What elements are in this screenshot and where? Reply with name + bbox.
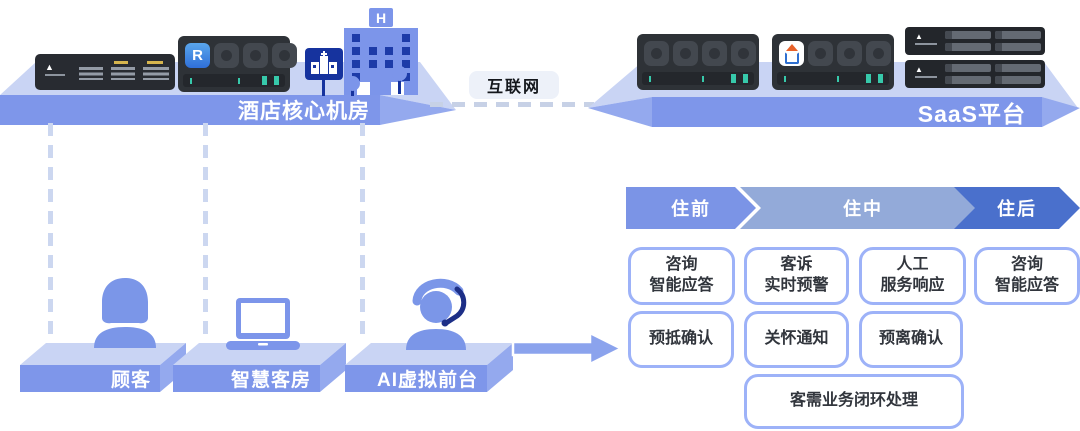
journey-box-label: 客需业务闭环处理: [789, 392, 918, 410]
journey-box-label: 预离确认: [878, 330, 943, 348]
switch-ports-icon: [111, 67, 135, 80]
journey-box-label: 预抵确认: [648, 330, 713, 348]
journey-box-label: 咨询 智能应答: [649, 256, 714, 294]
server-module-icon: [702, 41, 727, 66]
network-switch-device: ▲: [35, 54, 175, 90]
customer-person-icon: [88, 276, 162, 353]
rack-server-device: ▲: [905, 60, 1045, 88]
server-front-panel: [183, 74, 285, 87]
ai-front-desk-platform-front: AI虚拟前台: [345, 365, 487, 392]
server-module-icon: [866, 41, 891, 66]
tree-icon: [345, 76, 360, 91]
journey-box: 预抵确认: [628, 311, 734, 368]
server-module-icon: [808, 41, 833, 66]
hotel-core-platform-front: 酒店核心机房: [0, 95, 380, 125]
server-module-icon: [214, 43, 239, 68]
smart-room-label: 智慧客房: [230, 370, 311, 391]
switch-led-icon: [147, 61, 163, 64]
stage-during-stay-label: 住中: [843, 199, 883, 219]
triangle-brand-icon: ▲: [915, 33, 937, 45]
triangle-brand-icon: ▲: [45, 63, 65, 76]
hotel-core-label: 酒店核心机房: [238, 100, 370, 123]
server-module-icon: [644, 41, 669, 66]
switch-led-icon: [114, 61, 128, 64]
arrow-right-icon: [511, 330, 625, 372]
stage-during-stay: 住中: [740, 187, 986, 229]
server-module-icon: [243, 43, 268, 68]
link-dashed-line: [203, 123, 208, 341]
journey-box: 客需业务闭环处理: [744, 374, 964, 429]
stage-pre-stay-label: 住前: [671, 199, 711, 219]
stage-pre-stay: 住前: [626, 187, 756, 229]
server-front-panel: [777, 72, 889, 85]
journey-box: 关怀通知: [744, 311, 849, 368]
journey-box: 预离确认: [859, 311, 963, 368]
server-module-icon: [837, 41, 862, 66]
switch-ports-icon: [79, 67, 103, 80]
laptop-icon: [222, 298, 304, 355]
rack-server-device: ▲: [905, 27, 1045, 55]
customer-platform-top: [20, 343, 186, 365]
journey-box: 人工 服务响应: [859, 247, 966, 305]
saas-platform-front: SaaS平台: [652, 97, 1042, 127]
internet-label: 互联网: [486, 79, 541, 96]
shield-brand-icon: [779, 41, 804, 66]
stage-post-stay: 住后: [954, 187, 1080, 229]
customer-platform-front: 顾客: [20, 365, 160, 392]
server-front-panel: [642, 72, 754, 85]
internet-dashed-link: [430, 102, 594, 107]
server-module-icon: [731, 41, 756, 66]
journey-box: 咨询 智能应答: [974, 247, 1080, 305]
saas-server-device: [637, 34, 759, 90]
internet-badge: 互联网: [469, 71, 559, 99]
svg-text:H: H: [376, 10, 386, 26]
r-logo-icon: R: [185, 43, 210, 68]
journey-box: 客诉 实时预警: [744, 247, 849, 305]
hotel-sign-icon: [305, 48, 343, 101]
smart-room-platform-front: 智慧客房: [173, 365, 320, 392]
smart-room-platform-top: [173, 343, 346, 365]
journey-box-label: 咨询 智能应答: [994, 256, 1059, 294]
server-module-icon: [272, 43, 297, 68]
rack-server-stack: ▲ ▲: [905, 27, 1045, 89]
stage-post-stay-label: 住后: [997, 199, 1037, 219]
link-dashed-line: [48, 123, 53, 341]
journey-box-label: 客诉 实时预警: [764, 256, 829, 294]
customer-label: 顾客: [110, 370, 151, 391]
journey-box-label: 关怀通知: [764, 330, 829, 348]
ai-front-desk-label: AI虚拟前台: [376, 370, 478, 391]
saas-label: SaaS平台: [917, 101, 1026, 127]
agent-headset-icon: [398, 272, 478, 355]
ai-front-desk-platform-top: [345, 343, 513, 365]
gateway-server-device: R: [178, 36, 297, 92]
server-module-icon: [673, 41, 698, 66]
triangle-brand-icon: ▲: [915, 66, 937, 78]
link-dashed-line: [360, 123, 365, 341]
saas-brand-server-device: [772, 34, 894, 90]
tree-icon: [392, 66, 407, 81]
journey-box-label: 人工 服务响应: [880, 256, 945, 294]
tree-icon: [398, 76, 401, 94]
switch-ports-icon: [143, 67, 169, 80]
journey-box: 咨询 智能应答: [628, 247, 735, 305]
